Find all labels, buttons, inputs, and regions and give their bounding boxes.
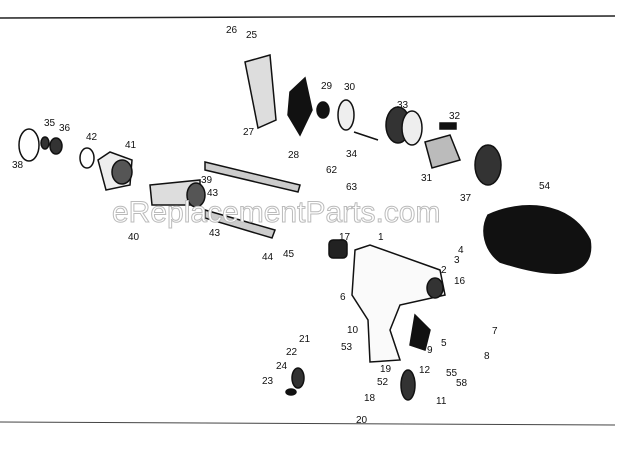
parts-drawings (18, 54, 592, 401)
part-housing (351, 244, 446, 363)
part-label: 16 (454, 276, 466, 287)
part-label: 29 (321, 81, 333, 92)
part-label: 39 (201, 175, 213, 186)
part-label: 28 (288, 150, 300, 161)
part-label: 62 (326, 165, 338, 176)
part-label: 9 (427, 345, 433, 356)
part-label: 37 (460, 193, 472, 204)
part-label: 54 (539, 181, 551, 192)
part-label: 20 (356, 415, 368, 426)
watermark-text: eReplacementParts.com (112, 196, 440, 229)
part-label: 53 (341, 342, 353, 353)
bottom-border-line (0, 421, 616, 426)
part-label: 5 (441, 338, 447, 349)
part-label: 17 (339, 232, 351, 243)
part-label: 21 (299, 334, 311, 345)
part-label: 52 (377, 377, 389, 388)
part-label: 11 (436, 396, 447, 407)
part-label: 63 (346, 182, 358, 193)
part-label: 12 (419, 365, 431, 376)
part-label: 7 (492, 326, 498, 337)
part-label: 43 (207, 188, 219, 199)
part-label: 24 (276, 361, 288, 372)
part-label: 6 (340, 292, 346, 303)
part-label: 3 (454, 255, 460, 266)
part-boot-cover (483, 205, 592, 274)
part-label: 30 (344, 82, 356, 93)
part-label: 33 (397, 100, 409, 111)
part-label: 43 (209, 228, 221, 239)
part-label: 19 (380, 364, 392, 375)
part-label: 34 (346, 149, 358, 160)
part-label: 55 (446, 368, 458, 379)
part-label: 25 (246, 30, 258, 41)
part-label: 27 (243, 127, 255, 138)
part-label: 44 (262, 252, 274, 263)
part-label: 40 (128, 232, 140, 243)
part-label: 38 (12, 160, 24, 171)
part-label: 18 (364, 393, 376, 404)
part-label: 4 (458, 245, 464, 256)
part-label: 22 (286, 347, 298, 358)
part-label: 26 (226, 25, 238, 36)
part-label: 41 (125, 140, 137, 151)
part-label: 10 (347, 325, 359, 336)
part-o-ring (18, 128, 40, 162)
part-label: 58 (456, 378, 468, 389)
part-label: 42 (86, 132, 98, 143)
part-label: 32 (449, 111, 461, 122)
part-label: 8 (484, 351, 490, 362)
part-label: 31 (421, 173, 433, 184)
part-end-plate (244, 54, 277, 130)
part-label: 36 (59, 123, 71, 134)
part-label: 23 (262, 376, 274, 387)
part-label: 1 (378, 232, 384, 243)
part-label: 2 (441, 265, 447, 276)
top-border-line (0, 15, 616, 19)
part-label: 45 (283, 249, 295, 260)
part-label: 35 (44, 118, 56, 129)
